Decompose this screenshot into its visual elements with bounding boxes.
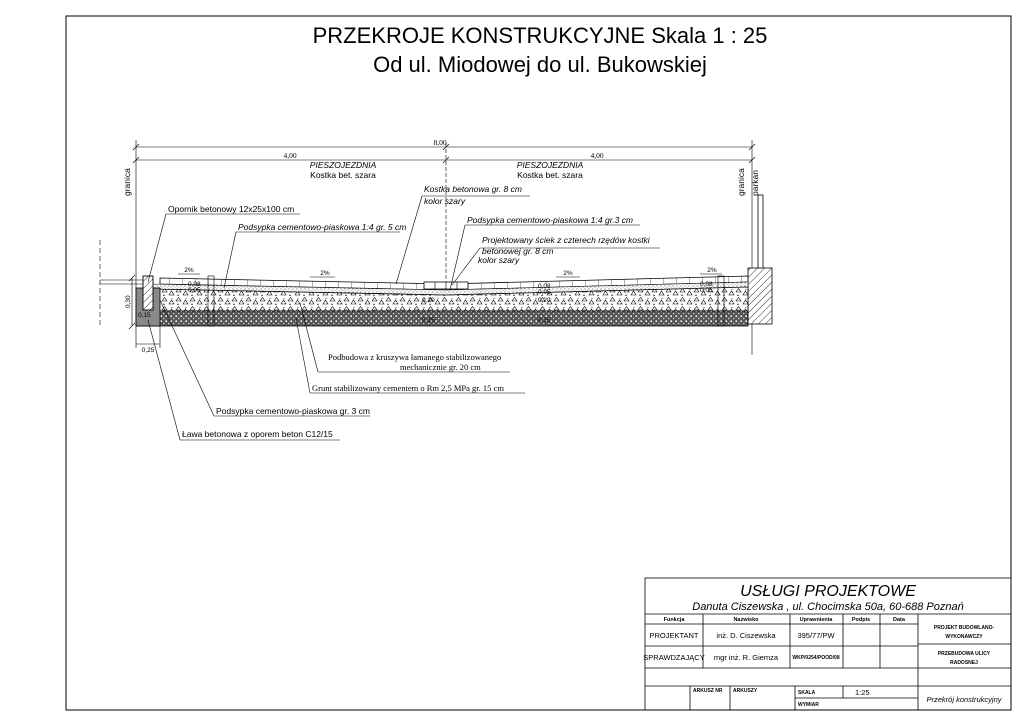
tb-col-name: Nazwisko: [733, 617, 759, 623]
mini-dim-2: 0,05: [188, 287, 201, 294]
slope-1: 2%: [184, 267, 194, 274]
callout-base-2: mechanicznie gr. 20 cm: [400, 362, 481, 372]
slope-4: 2%: [707, 267, 717, 274]
pavement-structure: [135, 275, 749, 327]
callout-bench: Ława betonowa z oporem beton C12/15: [182, 429, 333, 439]
right-zone-subtitle: Kostka bet. szara: [517, 170, 583, 180]
dim-left-width: 4,00: [283, 151, 296, 160]
curb-width-dim: 0,25: [142, 347, 155, 354]
tb-sheets: ARKUSZY: [733, 688, 758, 694]
dim-total-width: 8,00: [433, 138, 446, 147]
curb-bottom-dim: 0,15: [138, 312, 151, 319]
callout-base-1: Podbudowa z kruszywa łamanego stabilizow…: [328, 352, 501, 362]
fence-label: parkan: [750, 170, 760, 196]
callout-curb: Opornik betonowy 12x25x100 cm: [168, 204, 294, 214]
callout-sand-3cm-right: Podsypka cementowo-piaskowa 1:4 gr.3 cm: [467, 215, 633, 225]
left-zone-subtitle: Kostka bet. szara: [310, 170, 376, 180]
drawing-title: PRZEKROJE KONSTRUKCYJNE Skala 1 : 25: [313, 23, 768, 48]
mini-dim-5: 0,20: [538, 297, 551, 304]
slope-markers: [178, 273, 722, 278]
tb-scale-label: SKALA: [798, 690, 816, 696]
tb-sheet-no: ARKUSZ NR: [693, 688, 723, 694]
slope-2: 2%: [320, 270, 330, 277]
curb-dimensions: [128, 274, 161, 348]
tb-project-2: WYKONAWCZY: [945, 634, 983, 640]
mini-dim-9: 0,08: [700, 281, 713, 288]
tb-col-function: Funkcja: [664, 617, 686, 623]
mini-dim-10: 0,05: [700, 287, 713, 294]
title-block: [644, 577, 1012, 711]
fence-post: [757, 194, 764, 271]
slope-3: 2%: [563, 270, 573, 277]
mini-dim-1: 0,08: [188, 281, 201, 288]
mini-dim-3: 0,20: [422, 297, 435, 304]
tb-object-1: PRZEBUDOWA ULICY: [938, 651, 991, 657]
callout-gutter-2: betonowej gr. 8 cm: [482, 246, 554, 256]
drawing-subtitle: Od ul. Miodowej do ul. Bukowskiej: [373, 52, 707, 77]
dim-right-width: 4,00: [590, 151, 603, 160]
tb-row2-name: mgr inż. R. Giemza: [714, 653, 779, 662]
tb-project-1: PROJEKT BUDOWLANO-: [934, 625, 995, 631]
boundary-left-label: granica: [122, 168, 132, 196]
callout-gutter-1: Projektowany ściek z czterech rzędów kos…: [482, 235, 651, 245]
tb-row1-function: PROJEKTANT: [649, 631, 698, 640]
tb-col-sign: Podpis: [852, 617, 870, 623]
curb-stone: [142, 275, 154, 311]
tb-row1-license: 395/77/PW: [797, 631, 835, 640]
tb-company: USŁUGI PROJEKTOWE: [740, 583, 916, 600]
callout-paver-1: Kostka betonowa gr. 8 cm: [424, 184, 522, 194]
mini-dim-8: 0,05: [538, 289, 551, 296]
tb-row1-name: inż. D. Ciszewska: [716, 631, 776, 640]
callout-soil: Grunt stabilizowany cementem o Rm 2,5 MP…: [312, 383, 504, 393]
fence-foundation: [747, 267, 773, 325]
callout-gutter-3: kolor szary: [478, 255, 520, 265]
right-zone-title: PIESZOJEZDNIA: [517, 160, 584, 170]
tb-object-2: RADOSNEJ: [950, 660, 978, 666]
curb-height-dim: 0,30: [125, 295, 132, 308]
mini-dim-6: 0,15: [538, 317, 551, 324]
tb-drawing-name: Przekrój konstrukcyjny: [926, 695, 1002, 704]
mini-dim-7: 0,08: [538, 283, 551, 290]
tb-row2-function: SPRAWDZAJĄCY: [643, 653, 704, 662]
left-zone-title: PIESZOJEZDNIA: [310, 160, 377, 170]
tb-size-label: WYMIAR: [798, 702, 819, 708]
callout-paver-2: kolor szary: [424, 196, 466, 206]
curb-detail: [135, 275, 161, 327]
tb-col-date: Data: [893, 617, 906, 623]
boundary-right-label: granica: [736, 168, 746, 196]
stabilized-soil-layer: [135, 310, 749, 327]
callout-sand-5cm: Podsypka cementowo-piaskowa 1:4 gr. 5 cm: [238, 222, 406, 232]
tb-scale-value: 1:25: [855, 688, 870, 697]
tb-address: Danuta Ciszewska , ul. Chocimska 50a, 60…: [692, 601, 963, 613]
tb-row2-license: WKP/0254/POOD/08: [792, 655, 839, 661]
sheet-frame: [65, 15, 1012, 711]
callout-sand-3cm: Podsypka cementowo-piaskowa gr. 3 cm: [216, 406, 370, 416]
tb-col-license: Uprawnienia: [800, 617, 834, 623]
leader-lines: [147, 195, 660, 441]
mini-dim-4: 0,15: [422, 317, 435, 324]
